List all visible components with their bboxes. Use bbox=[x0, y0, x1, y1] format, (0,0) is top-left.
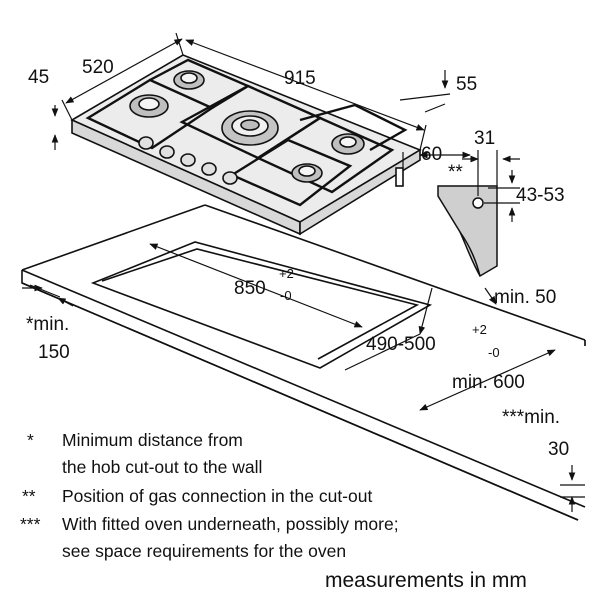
burner-front-left bbox=[129, 94, 169, 118]
note-1-marker: * bbox=[27, 430, 34, 450]
note-1-line-1: Minimum distance from bbox=[62, 430, 243, 450]
note-2-marker: ** bbox=[22, 486, 36, 506]
units-label: measurements in mm bbox=[325, 569, 527, 592]
label-min-front: min. 50 bbox=[494, 287, 556, 308]
label-cutout-width-tol-plus: +2 bbox=[279, 266, 294, 281]
note-3-line-2: see space requirements for the oven bbox=[62, 541, 346, 561]
label-min-wall-value: 150 bbox=[38, 342, 70, 363]
note-3-marker: *** bbox=[20, 514, 41, 534]
label-min-oven: ***min. bbox=[502, 407, 560, 428]
label-cutout-depth: 490-500 bbox=[366, 334, 436, 355]
burner-rear-right bbox=[331, 133, 365, 155]
label-min-depth: min. 600 bbox=[452, 372, 525, 393]
burner-wok bbox=[221, 110, 279, 146]
footnotes: * Minimum distance from the hob cut-out … bbox=[20, 430, 399, 561]
cutout-dimension-lines bbox=[22, 243, 586, 512]
control-knobs bbox=[138, 136, 238, 185]
label-cutout-width: 850 bbox=[234, 278, 266, 299]
burner-front-right bbox=[291, 163, 323, 183]
countertop bbox=[21, 204, 586, 521]
label-cutout-depth-tol-minus: -0 bbox=[488, 345, 500, 360]
label-cutout-depth-tol-plus: +2 bbox=[472, 322, 487, 337]
note-1-line-2: the hob cut-out to the wall bbox=[62, 457, 262, 477]
label-thickness: 55 bbox=[456, 74, 477, 95]
label-gas-inlet-offset: 60 bbox=[421, 144, 442, 165]
burner-rear-left bbox=[173, 70, 205, 90]
hob bbox=[70, 54, 422, 236]
label-cutout-width-tol-minus: -0 bbox=[280, 288, 292, 303]
label-gas-marker: ** bbox=[448, 162, 463, 183]
gas-connection-detail bbox=[437, 150, 520, 278]
note-2-line-1: Position of gas connection in the cut-ou… bbox=[62, 486, 372, 506]
label-min-oven-value: 30 bbox=[548, 439, 569, 460]
label-min-wall: *min. bbox=[26, 314, 69, 335]
note-3-line-1: With fitted oven underneath, possibly mo… bbox=[62, 514, 399, 534]
label-hob-depth: 520 bbox=[82, 57, 114, 78]
gas-inlet bbox=[395, 167, 404, 187]
label-gas-31: 31 bbox=[474, 128, 495, 149]
hob-dimension-lines bbox=[51, 32, 471, 168]
label-hob-height: 45 bbox=[28, 67, 49, 88]
label-hob-width: 915 bbox=[284, 68, 316, 89]
label-gas-range: 43-53 bbox=[516, 185, 565, 206]
